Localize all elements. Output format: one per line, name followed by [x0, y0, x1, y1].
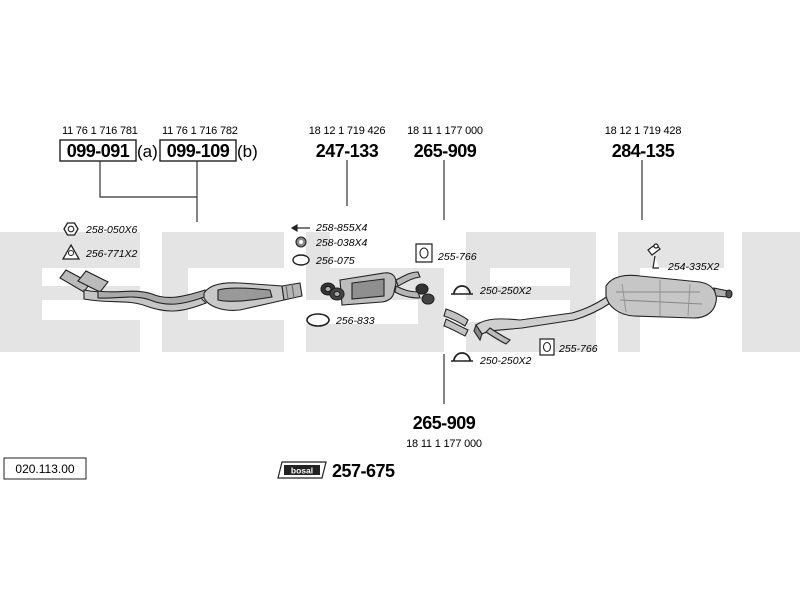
lock-nut-icon	[295, 236, 307, 248]
label-rubber-mount-upper: 255-766	[437, 251, 477, 263]
catalytic-converter	[203, 282, 303, 311]
oe-number-downpipe-b: 11 76 1 716 782	[162, 125, 238, 137]
part-box-downpipe-b	[159, 139, 237, 162]
oe-number-rear-silencer: 18 12 1 719 428	[605, 125, 682, 137]
part-number-rear-silencer: 284-135	[612, 141, 675, 161]
label-gasket: 256-771X2	[85, 248, 138, 260]
bolt-icon	[290, 223, 310, 233]
rubber-mount-icon	[415, 243, 433, 263]
oe-number-downpipe-a: 11 76 1 716 781	[62, 125, 138, 137]
watermark-gap	[724, 232, 742, 352]
rubber-mount-icon	[539, 338, 555, 356]
watermark-gap	[140, 232, 162, 352]
watermark-gap	[42, 300, 140, 320]
label-bolt: 258-855X4	[315, 222, 368, 234]
label-nut: 258-050X6	[85, 224, 138, 236]
label-clamp-lower: 250-250X2	[479, 355, 532, 367]
nut-icon	[63, 222, 79, 236]
watermark-gap	[490, 268, 570, 286]
label-seal-ring: 256-833	[335, 315, 375, 327]
leader-downpipe	[99, 161, 198, 222]
part-number-front-silencer-lower: 265-909	[413, 413, 476, 433]
label-ring-gasket: 256-075	[315, 255, 355, 267]
leader-lines	[99, 160, 643, 404]
catalog-ref-box	[3, 457, 87, 480]
bosal-kit-logo: bosal	[277, 461, 327, 479]
kit-part-number: 257-675	[332, 461, 395, 481]
part-box-downpipe-a	[59, 139, 137, 162]
bosal-logo-text: bosal	[291, 466, 313, 476]
front-silencer	[320, 271, 435, 306]
part-number-downpipe-b: 099-109	[167, 141, 230, 161]
variant-suffix-a: (a)	[137, 142, 158, 161]
label-hanger-bracket: 254-335X2	[667, 261, 720, 273]
part-number-downpipe-a: 099-091	[67, 141, 130, 161]
gasket-triangle-icon	[61, 243, 81, 260]
part-number-front-silencer: 265-909	[414, 141, 477, 161]
oe-number-front-silencer-lower: 18 11 1 177 000	[406, 438, 482, 450]
label-rubber-mount-lower: 255-766	[558, 343, 598, 355]
seal-ring-icon	[306, 313, 330, 327]
ring-gasket-icon	[292, 254, 310, 266]
downpipe-assembly	[59, 269, 208, 312]
clamp-icon	[451, 352, 473, 362]
label-lock-nut: 258-038X4	[315, 237, 368, 249]
part-number-catalyst: 247-133	[316, 141, 379, 161]
rear-silencer	[605, 274, 733, 319]
clamp-icon	[451, 285, 473, 295]
oe-number-front-silencer: 18 11 1 177 000	[407, 125, 483, 137]
oe-number-catalyst: 18 12 1 719 426	[309, 125, 386, 137]
hanger-bracket-icon	[647, 243, 661, 269]
label-clamp-upper: 250-250X2	[479, 285, 532, 297]
variant-suffix-b: (b)	[237, 142, 258, 161]
catalog-ref: 020.113.00	[15, 462, 74, 476]
